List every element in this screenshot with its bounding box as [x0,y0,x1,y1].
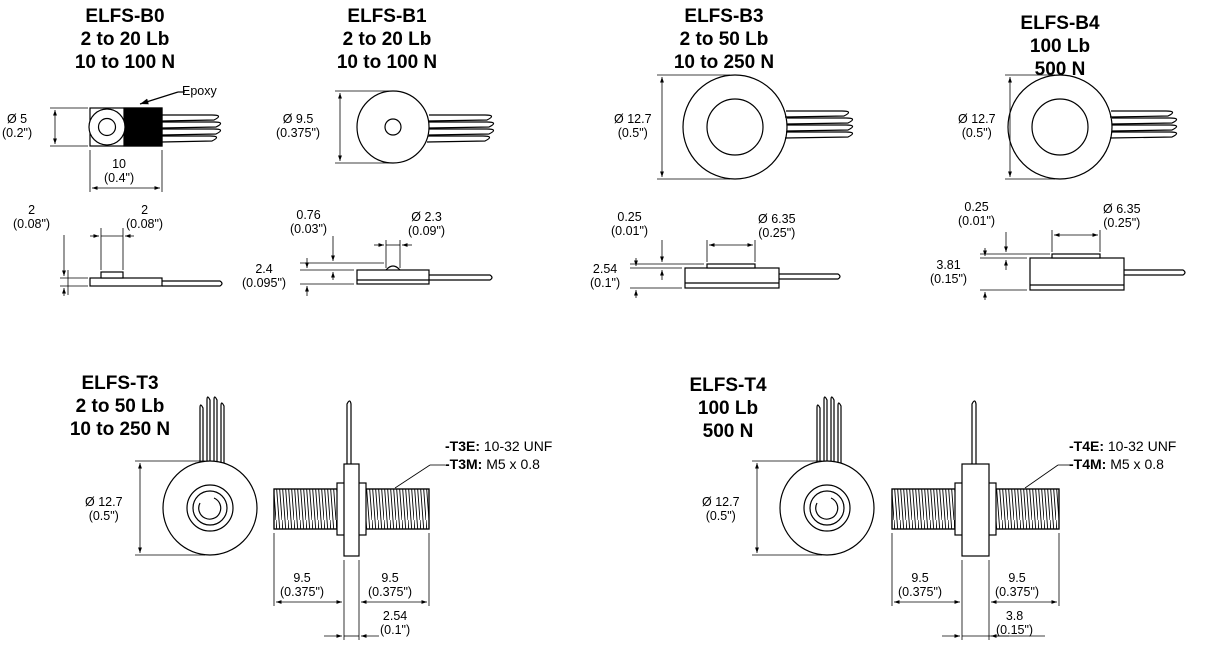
b3-button-height-label: 0.25(0.01") [611,210,649,238]
b0-diameter-label: Ø 5(0.2") [2,112,33,140]
t3-diameter-label: Ø 12.7(0.5") [85,495,123,523]
t3-range-n: 10 to 250 N [69,419,171,440]
b4-range-lb: 100 Lb [1029,36,1091,57]
b1-button-height-label: 0.76(0.03") [290,208,328,236]
t4-diameter-label: Ø 12.7(0.5") [702,495,740,523]
b1-range-lb: 2 to 20 Lb [342,29,432,50]
t4-thread-imperial: -T4E: 10-32 UNF [1069,438,1177,454]
t3-thickness-label: 2.54(0.1") [380,609,411,637]
b0-thickness-label: 2(0.08") [13,203,51,231]
t3-side-view [273,400,445,640]
b4-top-view [1005,74,1178,180]
t3-front-view [135,396,258,556]
t3-left-stud-label: 9.5(0.375") [280,571,325,599]
b4-button-height-label: 0.25(0.01") [958,200,996,228]
b3-range-lb: 2 to 50 Lb [679,29,769,50]
b3-diameter-label: Ø 12.7(0.5") [614,112,652,140]
b1-top-view [335,90,495,164]
b4-diameter-label: Ø 12.7(0.5") [958,112,996,140]
b4-thickness-label: 3.81(0.15") [930,258,968,286]
t3-model: ELFS-T3 [81,373,159,394]
t4-front-view [752,396,875,556]
t3-title: ELFS-T3 2 to 50 Lb 10 to 250 N [20,372,220,441]
b4-side-view [980,230,1186,300]
b3-side-view [630,240,841,298]
b0-length-label: 10(0.4") [104,157,135,185]
b4-model: ELFS-B4 [1020,13,1100,34]
b3-range-n: 10 to 250 N [673,52,775,73]
t4-title: ELFS-T4 100 Lb 500 N [628,374,828,443]
t4-range-n: 500 N [702,421,754,442]
b3-thickness-label: 2.54(0.1") [590,262,621,290]
b1-side-view [300,236,493,296]
b0-model: ELFS-B0 [85,6,165,27]
b3-top-view [657,74,854,180]
t4-range-lb: 100 Lb [697,398,759,419]
t3-range-lb: 2 to 50 Lb [75,396,165,417]
b4-range-n: 500 N [1034,59,1086,80]
t4-model: ELFS-T4 [689,375,767,396]
t3-right-stud-label: 9.5(0.375") [368,571,413,599]
t4-right-stud-label: 9.5(0.375") [995,571,1040,599]
b0-side-view [60,228,223,296]
b4-button-diameter-label: Ø 6.35(0.25") [1103,202,1141,230]
t3-thread-metric: -T3M: M5 x 0.8 [445,456,540,472]
b4-title: ELFS-B4 100 Lb 500 N [960,12,1160,81]
b3-model: ELFS-B3 [684,6,764,27]
b1-thickness-label: 2.4(0.095") [242,262,287,290]
b0-range-lb: 2 to 20 Lb [80,29,170,50]
b0-top-view [50,91,222,192]
b1-diameter-label: Ø 9.5(0.375") [276,112,321,140]
b1-range-n: 10 to 100 N [336,52,438,73]
b1-button-diameter-label: Ø 2.3(0.09") [408,210,446,238]
t4-left-stud-label: 9.5(0.375") [898,571,943,599]
b3-title: ELFS-B3 2 to 50 Lb 10 to 250 N [624,5,824,74]
b0-title: ELFS-B0 2 to 20 Lb 10 to 100 N [25,5,225,74]
t3-thread-imperial: -T3E: 10-32 UNF [445,438,553,454]
t4-side-view [891,400,1072,640]
b1-model: ELFS-B1 [347,6,427,27]
t4-thread-metric: -T4M: M5 x 0.8 [1069,456,1164,472]
b1-title: ELFS-B1 2 to 20 Lb 10 to 100 N [287,5,487,74]
b0-epoxy-label: Epoxy [182,84,217,98]
b0-button-width-label: 2(0.08") [126,203,164,231]
b0-range-n: 10 to 100 N [74,52,176,73]
t4-thickness-label: 3.8(0.15") [996,609,1034,637]
b3-button-diameter-label: Ø 6.35(0.25") [758,212,796,240]
